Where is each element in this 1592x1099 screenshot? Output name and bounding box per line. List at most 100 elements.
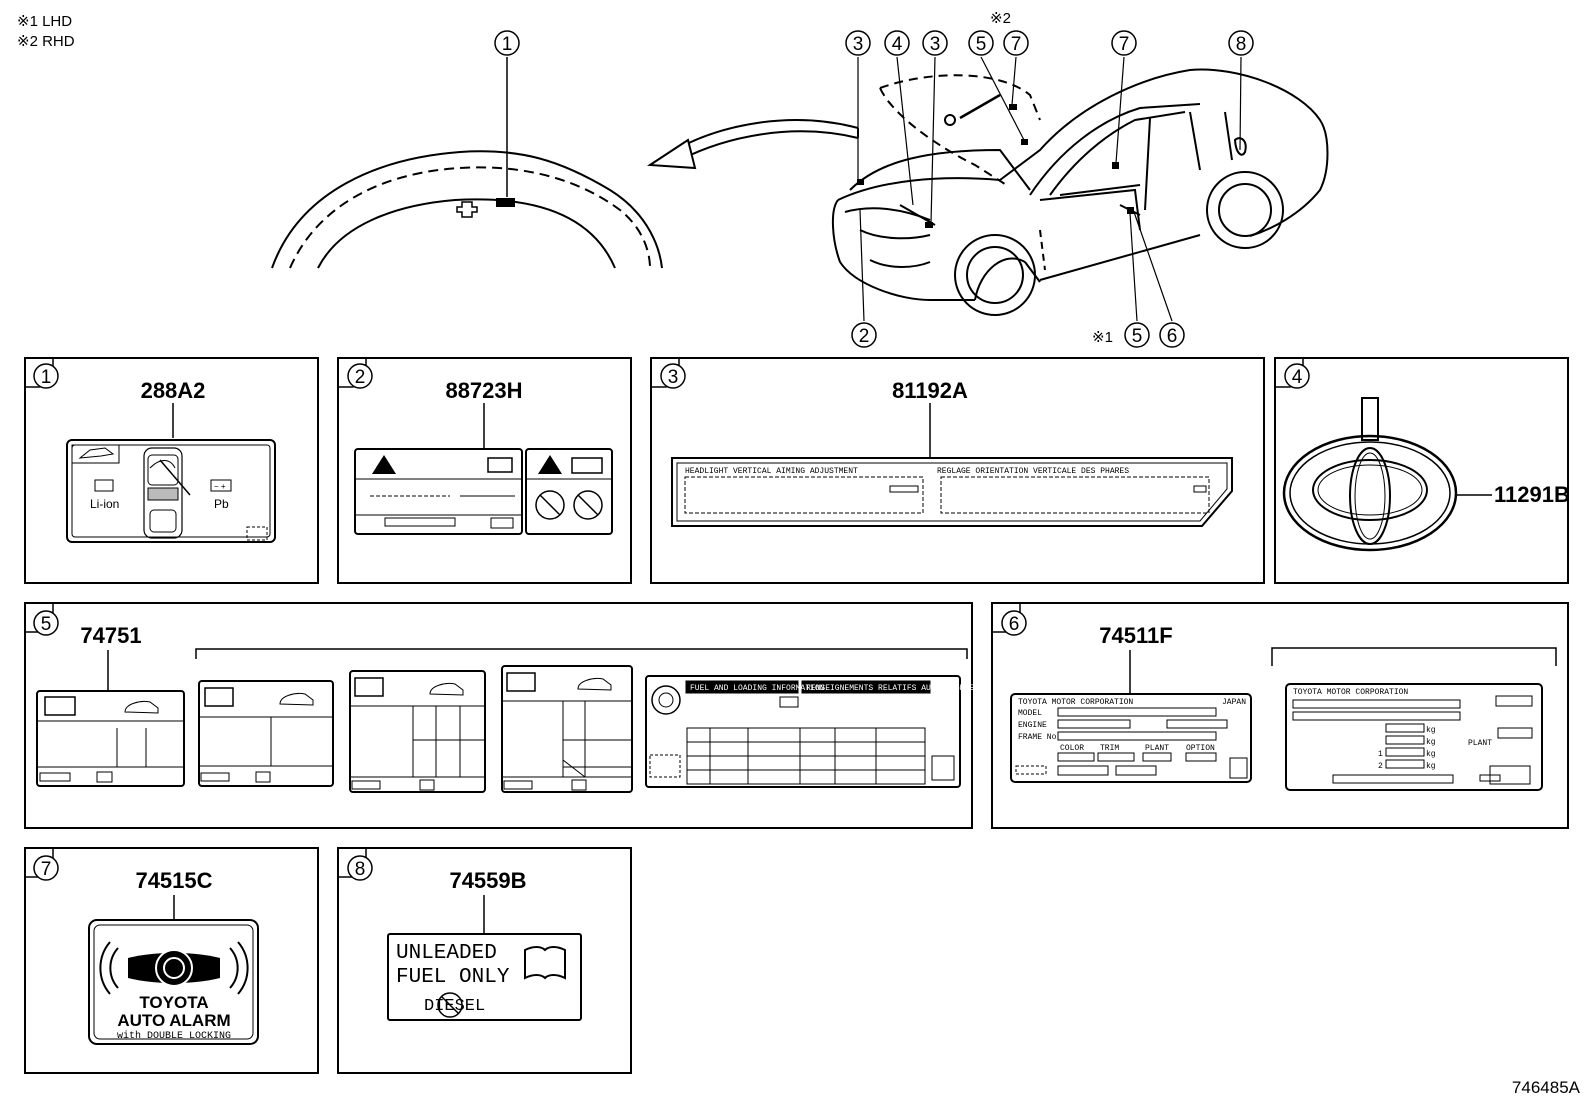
callout-top-5: 5 — [968, 30, 994, 56]
label-74751-c — [349, 670, 486, 793]
svg-text:PLANT: PLANT — [1468, 739, 1492, 748]
drawing-code: 746485A — [1512, 1078, 1581, 1097]
bottom-note: ※1 — [1092, 329, 1113, 346]
hood-arrow — [646, 119, 859, 170]
panel-1-number: 1 — [41, 367, 52, 388]
panel-4: 4 11291B — [1274, 357, 1570, 584]
manual-icon — [524, 946, 566, 980]
panel-4-number: 4 — [1292, 367, 1303, 388]
fuel-only-text: FUEL ONLY — [396, 966, 510, 989]
loading-text-fr: RENSEIGNEMENTS RELATIFS AU CHARGEMENT — [806, 684, 984, 693]
svg-text:5: 5 — [976, 34, 987, 55]
panel-1-part-number: 288A2 — [141, 378, 206, 403]
weight-company-text: TOYOTA MOTOR CORPORATION — [1293, 688, 1408, 697]
svg-text:2: 2 — [1378, 762, 1383, 771]
svg-text:4: 4 — [892, 34, 903, 55]
alarm-toyota-text: TOYOTA — [139, 993, 208, 1012]
svg-text:2: 2 — [859, 326, 870, 347]
panel-4-part-number: 11291B — [1494, 482, 1570, 507]
panel-3-part-number: 81192A — [892, 378, 968, 403]
label-74515c: TOYOTA AUTO ALARM with DOUBLE LOCKING — [88, 919, 259, 1045]
panel-7-part-number: 74515C — [135, 868, 212, 893]
alarm-subtitle-text: with DOUBLE LOCKING — [117, 1030, 231, 1042]
headlight-text-en: HEADLIGHT VERTICAL AIMING ADJUSTMENT — [685, 467, 858, 476]
vin-company-text: TOYOTA MOTOR CORPORATION — [1018, 698, 1133, 707]
svg-text:OPTION: OPTION — [1186, 744, 1215, 753]
vin-japan-text: JAPAN — [1222, 698, 1246, 707]
label-74559b: UNLEADED FUEL ONLY DIESEL — [387, 933, 582, 1021]
svg-text:5: 5 — [1132, 326, 1143, 347]
panel-6-number: 6 — [1009, 614, 1020, 635]
headlight-text-fr: REGLAGE ORIENTATION VERTICALE DES PHARES — [937, 467, 1129, 476]
callout-top-3b: 3 — [922, 30, 948, 56]
svg-text:6: 6 — [1167, 326, 1178, 347]
svg-text:7: 7 — [1119, 34, 1130, 55]
fuel-loading-text: FUEL AND LOADING INFORMATION — [690, 684, 825, 693]
panel-2: 2 88723H — [337, 357, 632, 584]
callout-top-8: 8 — [1228, 30, 1254, 56]
panel-3: 3 81192A HEADLIGHT VERTICAL AIMING ADJUS… — [650, 357, 1265, 584]
panel-5: 5 74751 — [24, 602, 984, 829]
svg-text:COLOR: COLOR — [1060, 744, 1084, 753]
svg-text:− +: − + — [214, 482, 226, 491]
label-74751-b — [198, 680, 334, 787]
callout-top-7b: 7 — [1111, 30, 1137, 56]
diesel-text: DIESEL — [424, 997, 485, 1016]
callout-top-7a: 7 — [1003, 30, 1029, 56]
unleaded-text: UNLEADED — [396, 942, 497, 965]
hood-label-mark — [496, 198, 515, 207]
panel-1: 1 288A2 − + Li-ion Pb — [24, 357, 319, 584]
note-lhd: ※1 LHD — [17, 13, 72, 30]
label-74511f-b: TOYOTA MOTOR CORPORATION kg kg kg kg 1 2… — [1285, 683, 1543, 791]
label-88723h — [354, 448, 613, 535]
panel-6: 6 74511F TOYOTA MOTOR CORPORATION JAPAN … — [991, 602, 1569, 829]
label-288a2: − + Li-ion Pb — [66, 439, 276, 543]
svg-text:1: 1 — [502, 34, 513, 55]
svg-text:ENGINE: ENGINE — [1018, 721, 1047, 730]
no-diesel-icon — [437, 992, 463, 1018]
hood-detail — [271, 57, 663, 269]
label-74751-d — [501, 665, 633, 793]
panel-8-part-number: 74559B — [449, 868, 526, 893]
label-74751-a — [36, 690, 185, 787]
callout-bottom-2: 2 — [851, 322, 877, 348]
bottom-callouts: 2 ※1 5 6 — [851, 322, 1185, 348]
callout-bottom-5: 5 — [1124, 322, 1150, 348]
label-74751-e: FUEL AND LOADING INFORMATION RENSEIGNEME… — [645, 675, 984, 788]
svg-text:kg: kg — [1426, 750, 1436, 759]
svg-text:3: 3 — [930, 34, 941, 55]
panel-8: 8 74559B UNLEADED FUEL ONLY DIESEL — [337, 847, 632, 1074]
toyota-emblem — [1282, 397, 1458, 552]
hood-inner-panel — [317, 198, 616, 269]
svg-text:TRIM: TRIM — [1100, 744, 1119, 753]
svg-text:kg: kg — [1426, 762, 1436, 771]
svg-text:kg: kg — [1426, 726, 1436, 735]
svg-text:7: 7 — [1011, 34, 1022, 55]
top-callouts: ※2 3 4 3 5 7 7 8 — [845, 10, 1254, 56]
label-81192a: HEADLIGHT VERTICAL AIMING ADJUSTMENT REG… — [671, 457, 1233, 527]
pb-text: Pb — [214, 497, 229, 511]
panel-8-number: 8 — [355, 859, 366, 880]
notes: ※1 LHD ※2 RHD — [17, 13, 75, 50]
callout-top-4: 4 — [884, 30, 910, 56]
svg-text:1: 1 — [1378, 750, 1383, 759]
car-leaders — [857, 56, 1242, 322]
svg-text:MODEL: MODEL — [1018, 709, 1042, 718]
callout-1: 1 — [494, 30, 520, 56]
panel-7-number: 7 — [41, 859, 52, 880]
svg-text:FRAME No: FRAME No — [1018, 733, 1057, 742]
svg-text:3: 3 — [853, 34, 864, 55]
label-74511f-a: TOYOTA MOTOR CORPORATION JAPAN MODEL ENG… — [1010, 693, 1252, 783]
alarm-title-text: AUTO ALARM — [117, 1011, 230, 1030]
panel-5-part-number: 74751 — [80, 623, 141, 648]
panel-3-number: 3 — [668, 367, 679, 388]
panel-7: 7 74515C TOYOTA AUTO ALARM with DOUBLE L… — [24, 847, 319, 1074]
callout-top-3a: 3 — [845, 30, 871, 56]
svg-text:8: 8 — [1236, 34, 1247, 55]
li-ion-text: Li-ion — [90, 497, 119, 511]
top-note: ※2 — [990, 10, 1011, 27]
hood-inner-dashed — [289, 166, 651, 269]
panel-6-part-number: 74511F — [1099, 623, 1172, 648]
note-rhd: ※2 RHD — [17, 33, 75, 50]
